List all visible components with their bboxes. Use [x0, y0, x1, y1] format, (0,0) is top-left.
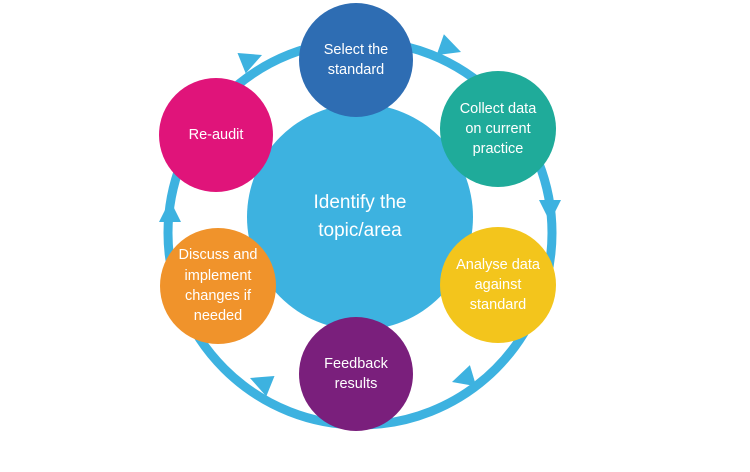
arrow-head-6 — [237, 53, 262, 74]
step-label-select-standard: Select the standard — [323, 41, 389, 78]
step-label-analyse-data: Analyse data against standard — [456, 256, 540, 314]
step-label-collect-data: Collect data on current practice — [459, 100, 537, 158]
step-label-discuss-implement: Discuss and implement changes if needed — [178, 247, 258, 325]
step-circle-re-audit — [159, 78, 273, 192]
step-circle-discuss-implement — [160, 228, 276, 344]
center-label: Identify the topic/area — [313, 191, 407, 242]
step-circle-analyse-data — [440, 227, 556, 343]
arrow-head-2 — [539, 200, 561, 222]
step-circle-feedback-results — [299, 317, 413, 431]
step-circle-select-standard — [299, 3, 413, 117]
arrow-head-3 — [452, 365, 477, 387]
center-circle — [247, 104, 473, 330]
arrow-head-1 — [436, 34, 461, 56]
step-circle-collect-data — [440, 71, 556, 187]
step-label-feedback-results: Feedback results — [324, 355, 388, 392]
arrow-head-4 — [250, 376, 275, 397]
cycle-arrows — [159, 34, 561, 397]
step-label-re-audit: Re-audit — [188, 126, 244, 143]
arrow-head-5 — [159, 200, 181, 222]
step-circles — [159, 3, 556, 431]
